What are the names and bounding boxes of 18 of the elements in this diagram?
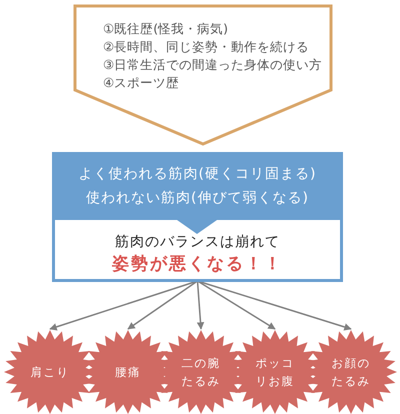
info-panel: [52, 152, 343, 282]
starburst-label: お顔のたるみ: [330, 355, 372, 390]
list-item: ③日常生活での間違った身体の使い方: [103, 56, 322, 74]
starburst-label: 腰痛: [114, 364, 142, 381]
arrow: [197, 280, 276, 330]
list-item: ②長時間、同じ姿勢・動作を続ける: [103, 38, 310, 56]
result-text: 筋肉のバランスは崩れて: [114, 233, 281, 252]
starburst-label: ポッコリお腹: [254, 355, 296, 390]
result-panel: [55, 220, 340, 279]
panel-heading: よく使われる筋肉(硬くコリ固まる): [78, 165, 318, 184]
list-item: ①既往歴(怪我・病気): [103, 20, 228, 38]
starburst-label: 二の腕たるみ: [180, 355, 222, 390]
panel-heading: 使われない筋肉(伸びて弱くなる): [85, 189, 310, 208]
starburst-label: 肩こり: [30, 364, 70, 381]
arrow: [127, 280, 198, 330]
result-emphasis: 姿勢が悪くなる！！: [111, 253, 284, 275]
list-item: ④スポーツ歴: [103, 74, 180, 92]
arrow: [196, 280, 204, 330]
